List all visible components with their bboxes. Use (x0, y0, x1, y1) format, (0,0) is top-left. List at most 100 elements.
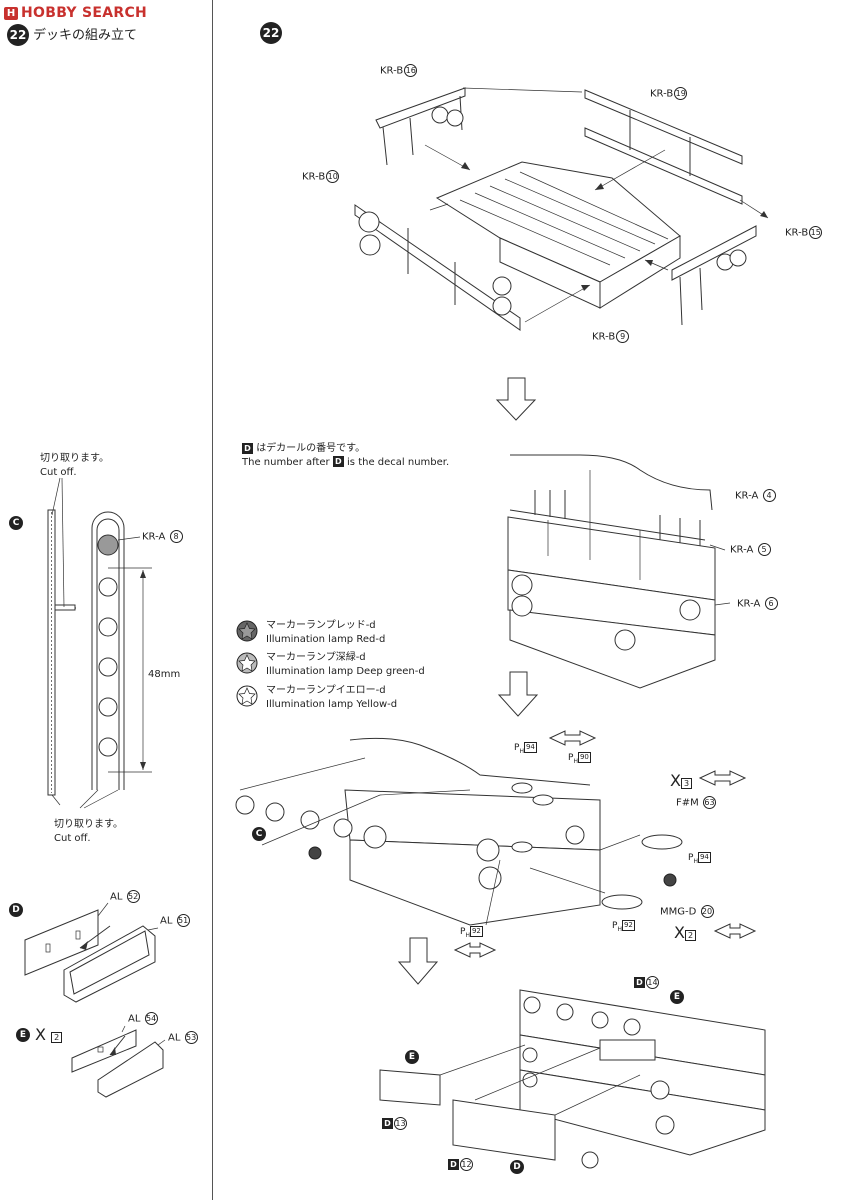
legend-green-en: Illumination lamp Deep green-d (266, 665, 425, 677)
watermark-text: HOBBY SEARCH (21, 5, 148, 21)
legend-yellow-star-icon (236, 685, 258, 711)
label-e-stage4-left: E (405, 1050, 419, 1064)
cut-off-bottom-en: Cut off. (54, 832, 91, 844)
part-al54-number: 54 (144, 1012, 158, 1025)
decal-d12-icon: D (448, 1159, 459, 1170)
part-krb15-number: 15 (809, 226, 823, 239)
ph94-right-sub: H (693, 857, 698, 865)
part-kra8-text: KR-A (142, 531, 166, 543)
part-krb10-text: KR-B (302, 171, 326, 183)
part-kra6-label: KR-A 6 (737, 597, 778, 611)
part-krb15-text: KR-B (785, 227, 809, 239)
part-kra4-number: 4 (762, 489, 776, 502)
part-kra5-text: KR-A (730, 544, 754, 556)
part-al53-label: AL 53 (168, 1031, 198, 1045)
decal-d-icon: D (242, 442, 253, 454)
decal-d13-number: 13 (394, 1117, 407, 1130)
legend-green-text: マーカーランプ深緑-d Illumination lamp Deep green… (266, 651, 425, 678)
ph94-right-number: 94 (697, 852, 711, 863)
part-al52-label: AL 52 (110, 890, 140, 904)
part-al53-number: 53 (184, 1031, 198, 1044)
cut-off-bottom-label: 切り取ります。 Cut off. (54, 818, 123, 845)
label-c-main: C (252, 827, 266, 841)
part-kra5-number: 5 (757, 543, 771, 556)
ph94-top-number: 94 (523, 742, 537, 753)
legend-green-star-icon (236, 652, 258, 678)
ph94-right-label: PH94 (688, 852, 711, 866)
decal-d13-icon: D (382, 1118, 393, 1129)
step-number-main: 22 (260, 22, 282, 44)
step-title: デッキの組み立て (33, 28, 138, 43)
ph92-bottom-letter: P (612, 921, 618, 931)
ladder-part-drawing (24, 477, 166, 1098)
decal-d14-number: 14 (646, 976, 659, 989)
ph90-letter: P (568, 753, 574, 763)
hobby-search-logo-icon: H (4, 6, 18, 20)
ph94-top-label: PH94 (514, 742, 537, 756)
fm63-number: 63 (702, 796, 716, 809)
part-kra8-label: KR-A 8 (142, 530, 183, 544)
panel-divider (212, 0, 213, 1200)
decal-d12-number: 12 (460, 1158, 473, 1171)
x2b-text: X (674, 923, 685, 942)
legend-green-jp: マーカーランプ深緑-d (266, 652, 366, 663)
part-al52-text: AL (110, 891, 123, 903)
legend-red-jp: マーカーランプレッド-d (266, 620, 376, 631)
part-kra4-text: KR-A (735, 490, 759, 502)
part-al54-text: AL (128, 1013, 141, 1025)
step-number-left: 22 (7, 24, 29, 46)
legend-red-text: マーカーランプレッド-d Illumination lamp Red-d (266, 619, 385, 646)
mmgd20-label: MMG-D 20 (660, 905, 714, 919)
label-c-left: C (9, 516, 23, 530)
x3-text: X (670, 771, 681, 790)
ph90-label: PH90 (568, 752, 591, 766)
ph94-top-sub: H (519, 747, 524, 755)
label-d-left: D (9, 903, 23, 917)
part-kra8-number: 8 (169, 530, 183, 543)
ph92-left-letter: P (460, 927, 466, 937)
ph90-number: 90 (577, 752, 591, 763)
part-al52-number: 52 (126, 890, 140, 903)
part-al51-number: 51 (176, 914, 190, 927)
part-kra6-number: 6 (764, 597, 778, 610)
part-kra6-text: KR-A (737, 598, 761, 610)
x2b-number: 2 (684, 930, 697, 941)
watermark: H HOBBY SEARCH (4, 5, 147, 21)
cut-off-bottom-jp: 切り取ります。 (54, 819, 123, 830)
part-krb16-number: 16 (404, 64, 418, 77)
part-al51-label: AL 51 (160, 914, 190, 928)
decal-d14-icon: D (634, 977, 645, 988)
ph92-left-number: 92 (469, 926, 483, 937)
part-kra5-label: KR-A 5 (730, 543, 771, 557)
mmgd20-text: MMG-D (660, 906, 697, 918)
decal-note: D はデカールの番号です。 The number after D is the … (242, 442, 449, 469)
part-kra4-label: KR-A 4 (735, 489, 776, 503)
cut-off-top-label: 切り取ります。 Cut off. (40, 452, 109, 479)
x2-left-label: X 2 (35, 1024, 63, 1046)
legend-yellow-en: Illumination lamp Yellow-d (266, 698, 398, 710)
part-al53-text: AL (168, 1032, 181, 1044)
cut-off-top-en: Cut off. (40, 466, 77, 478)
part-al54-label: AL 54 (128, 1012, 158, 1026)
part-krb10-number: 10 (326, 170, 340, 183)
decal-d-icon-inline: D (332, 456, 344, 467)
label-e-top: E (670, 990, 684, 1004)
ph90-sub: H (573, 757, 578, 765)
ph92-left-sub: H (465, 931, 470, 939)
decal-note-en-post: is the decal number. (347, 456, 450, 468)
x2-left-text: X (35, 1025, 46, 1044)
decal-note-jp: はデカールの番号です。 (256, 443, 366, 454)
part-krb16-text: KR-B (380, 65, 404, 77)
label-e-left: E (16, 1028, 30, 1042)
part-krb9-text: KR-B (592, 331, 616, 343)
